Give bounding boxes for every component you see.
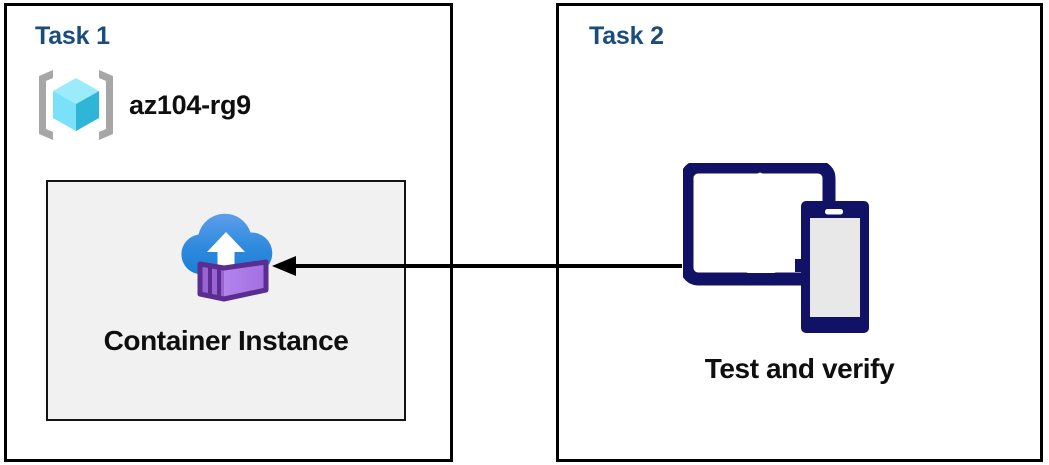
container-instance-card: Container Instance <box>46 180 406 421</box>
arrow-task2-to-task1 <box>272 256 682 276</box>
container-instance-label: Container Instance <box>103 325 349 356</box>
task-1-title: Task 1 <box>35 22 110 50</box>
resource-group-label: az104-rg9 <box>129 89 251 120</box>
container-instance-icon <box>181 213 273 302</box>
task-1-panel: Task 1 az104-rg9 <box>4 3 453 462</box>
task-2-title: Task 2 <box>589 22 664 50</box>
test-and-verify-label: Test and verify <box>704 353 895 384</box>
tablet-and-phone-icon <box>683 163 869 333</box>
resource-group-icon <box>39 70 113 140</box>
resource-group-row: az104-rg9 <box>37 68 251 142</box>
